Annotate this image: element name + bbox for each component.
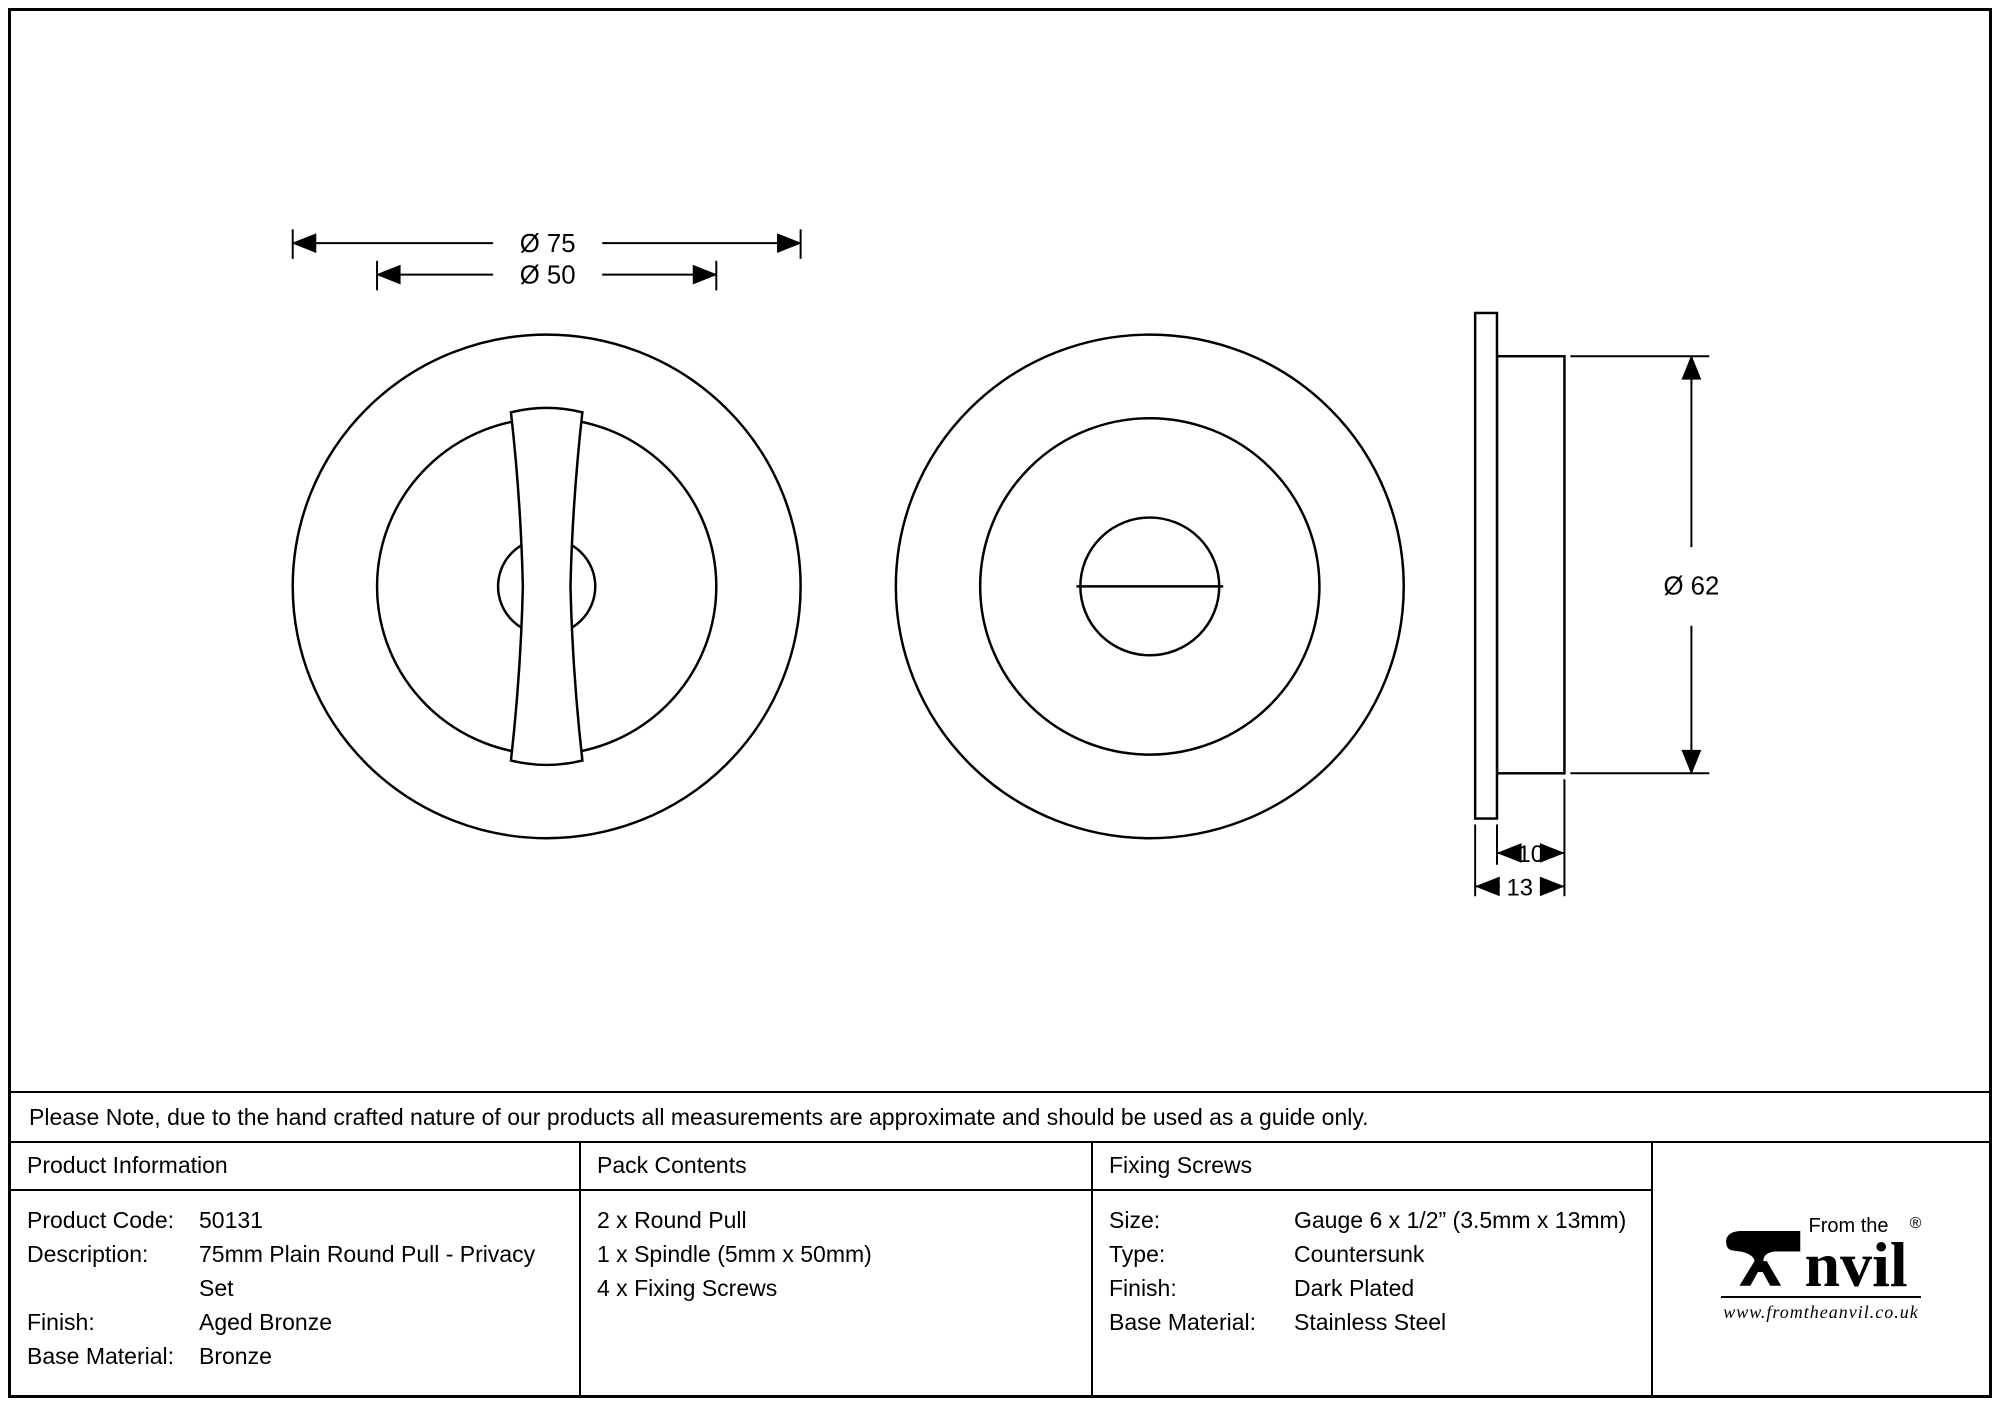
logo-wordmark: nvil: [1804, 1229, 1908, 1301]
logo-website-url: www.fromtheanvil.co.uk: [1720, 1295, 1922, 1323]
brand-logo-cell: From the nvil ® www.fromtheanvil.co.uk: [1653, 1143, 1989, 1395]
table-row: Size: Gauge 6 x 1/2” (3.5mm x 13mm): [1109, 1203, 1635, 1237]
table-row: Type: Countersunk: [1109, 1237, 1635, 1271]
side-flange-rect: [1473, 311, 1499, 820]
field-value: Aged Bronze: [199, 1309, 332, 1335]
table-row: Base Material: Stainless Steel: [1109, 1305, 1635, 1339]
field-label: Size:: [1109, 1207, 1161, 1233]
logo-tagline: From the: [1808, 1215, 1889, 1238]
rear-outer-circle: [894, 333, 1405, 840]
field-value: 50131: [199, 1207, 263, 1233]
table-row: Base Material: Bronze: [27, 1339, 563, 1373]
product-information-body: Product Code: 50131 Description: 75mm Pl…: [11, 1191, 581, 1395]
dim-label-body-diameter: Ø 62: [1663, 572, 1719, 600]
dim-label-inner-diameter: Ø 50: [520, 262, 576, 290]
technical-drawing: Ø 75 Ø 50: [291, 229, 1719, 901]
side-view-drawing: [1473, 311, 1566, 820]
spec-sheet-page: Ø 75 Ø 50: [8, 8, 1992, 1398]
dim-label-depth-inner: 10: [1517, 842, 1543, 868]
pack-contents-body: 2 x Round Pull 1 x Spindle (5mm x 50mm) …: [581, 1191, 1093, 1395]
measurement-note: Please Note, due to the hand crafted nat…: [11, 1091, 1989, 1141]
rear-inner-circle: [978, 416, 1321, 756]
field-label: Product Code:: [27, 1207, 175, 1233]
table-row: Product Code: 50131: [27, 1203, 563, 1237]
field-value: Dark Plated: [1294, 1275, 1415, 1301]
field-value: Gauge 6 x 1/2” (3.5mm x 13mm): [1294, 1207, 1627, 1233]
field-label: Finish:: [27, 1309, 95, 1335]
field-label: Description:: [27, 1241, 149, 1267]
dim-label-depth-total: 13: [1507, 875, 1533, 901]
anvil-icon: [1725, 1230, 1800, 1286]
pack-item: 2 x Round Pull: [597, 1207, 747, 1233]
rear-view-drawing: [894, 333, 1405, 840]
field-value: Countersunk: [1294, 1241, 1425, 1267]
technical-drawing-area: Ø 75 Ø 50: [11, 11, 1989, 1091]
field-label: Base Material:: [1109, 1309, 1257, 1335]
field-value: Bronze: [199, 1343, 272, 1369]
header-fixing-screws: Fixing Screws: [1093, 1143, 1653, 1191]
field-value: Stainless Steel: [1294, 1309, 1447, 1335]
pack-item: 1 x Spindle (5mm x 50mm): [597, 1241, 872, 1267]
from-the-anvil-logo: From the nvil ® www.fromtheanvil.co.uk: [1720, 1215, 1922, 1323]
front-view-drawing: [291, 333, 802, 840]
field-label: Type:: [1109, 1241, 1166, 1267]
field-label: Base Material:: [27, 1343, 175, 1369]
field-label: Finish:: [1109, 1275, 1177, 1301]
dim-label-outer-diameter: Ø 75: [520, 230, 576, 258]
thumbturn-shape: [509, 406, 584, 767]
front-view-dimensions: [291, 229, 802, 291]
header-pack-contents: Pack Contents: [581, 1143, 1093, 1191]
table-row: Description: 75mm Plain Round Pull - Pri…: [27, 1237, 563, 1305]
table-row: Finish: Aged Bronze: [27, 1305, 563, 1339]
header-product-information: Product Information: [11, 1143, 581, 1191]
side-body-rect: [1495, 355, 1566, 775]
registered-trademark-symbol: ®: [1909, 1215, 1922, 1233]
front-outer-circle: [291, 333, 802, 840]
pack-item: 4 x Fixing Screws: [597, 1275, 778, 1301]
product-info-table: Product Information Pack Contents Fixing…: [11, 1141, 1989, 1395]
field-value: 75mm Plain Round Pull - Privacy Set: [199, 1241, 536, 1301]
table-row: Finish: Dark Plated: [1109, 1271, 1635, 1305]
side-view-dimensions: [1474, 355, 1710, 897]
fixing-screws-body: Size: Gauge 6 x 1/2” (3.5mm x 13mm) Type…: [1093, 1191, 1653, 1395]
